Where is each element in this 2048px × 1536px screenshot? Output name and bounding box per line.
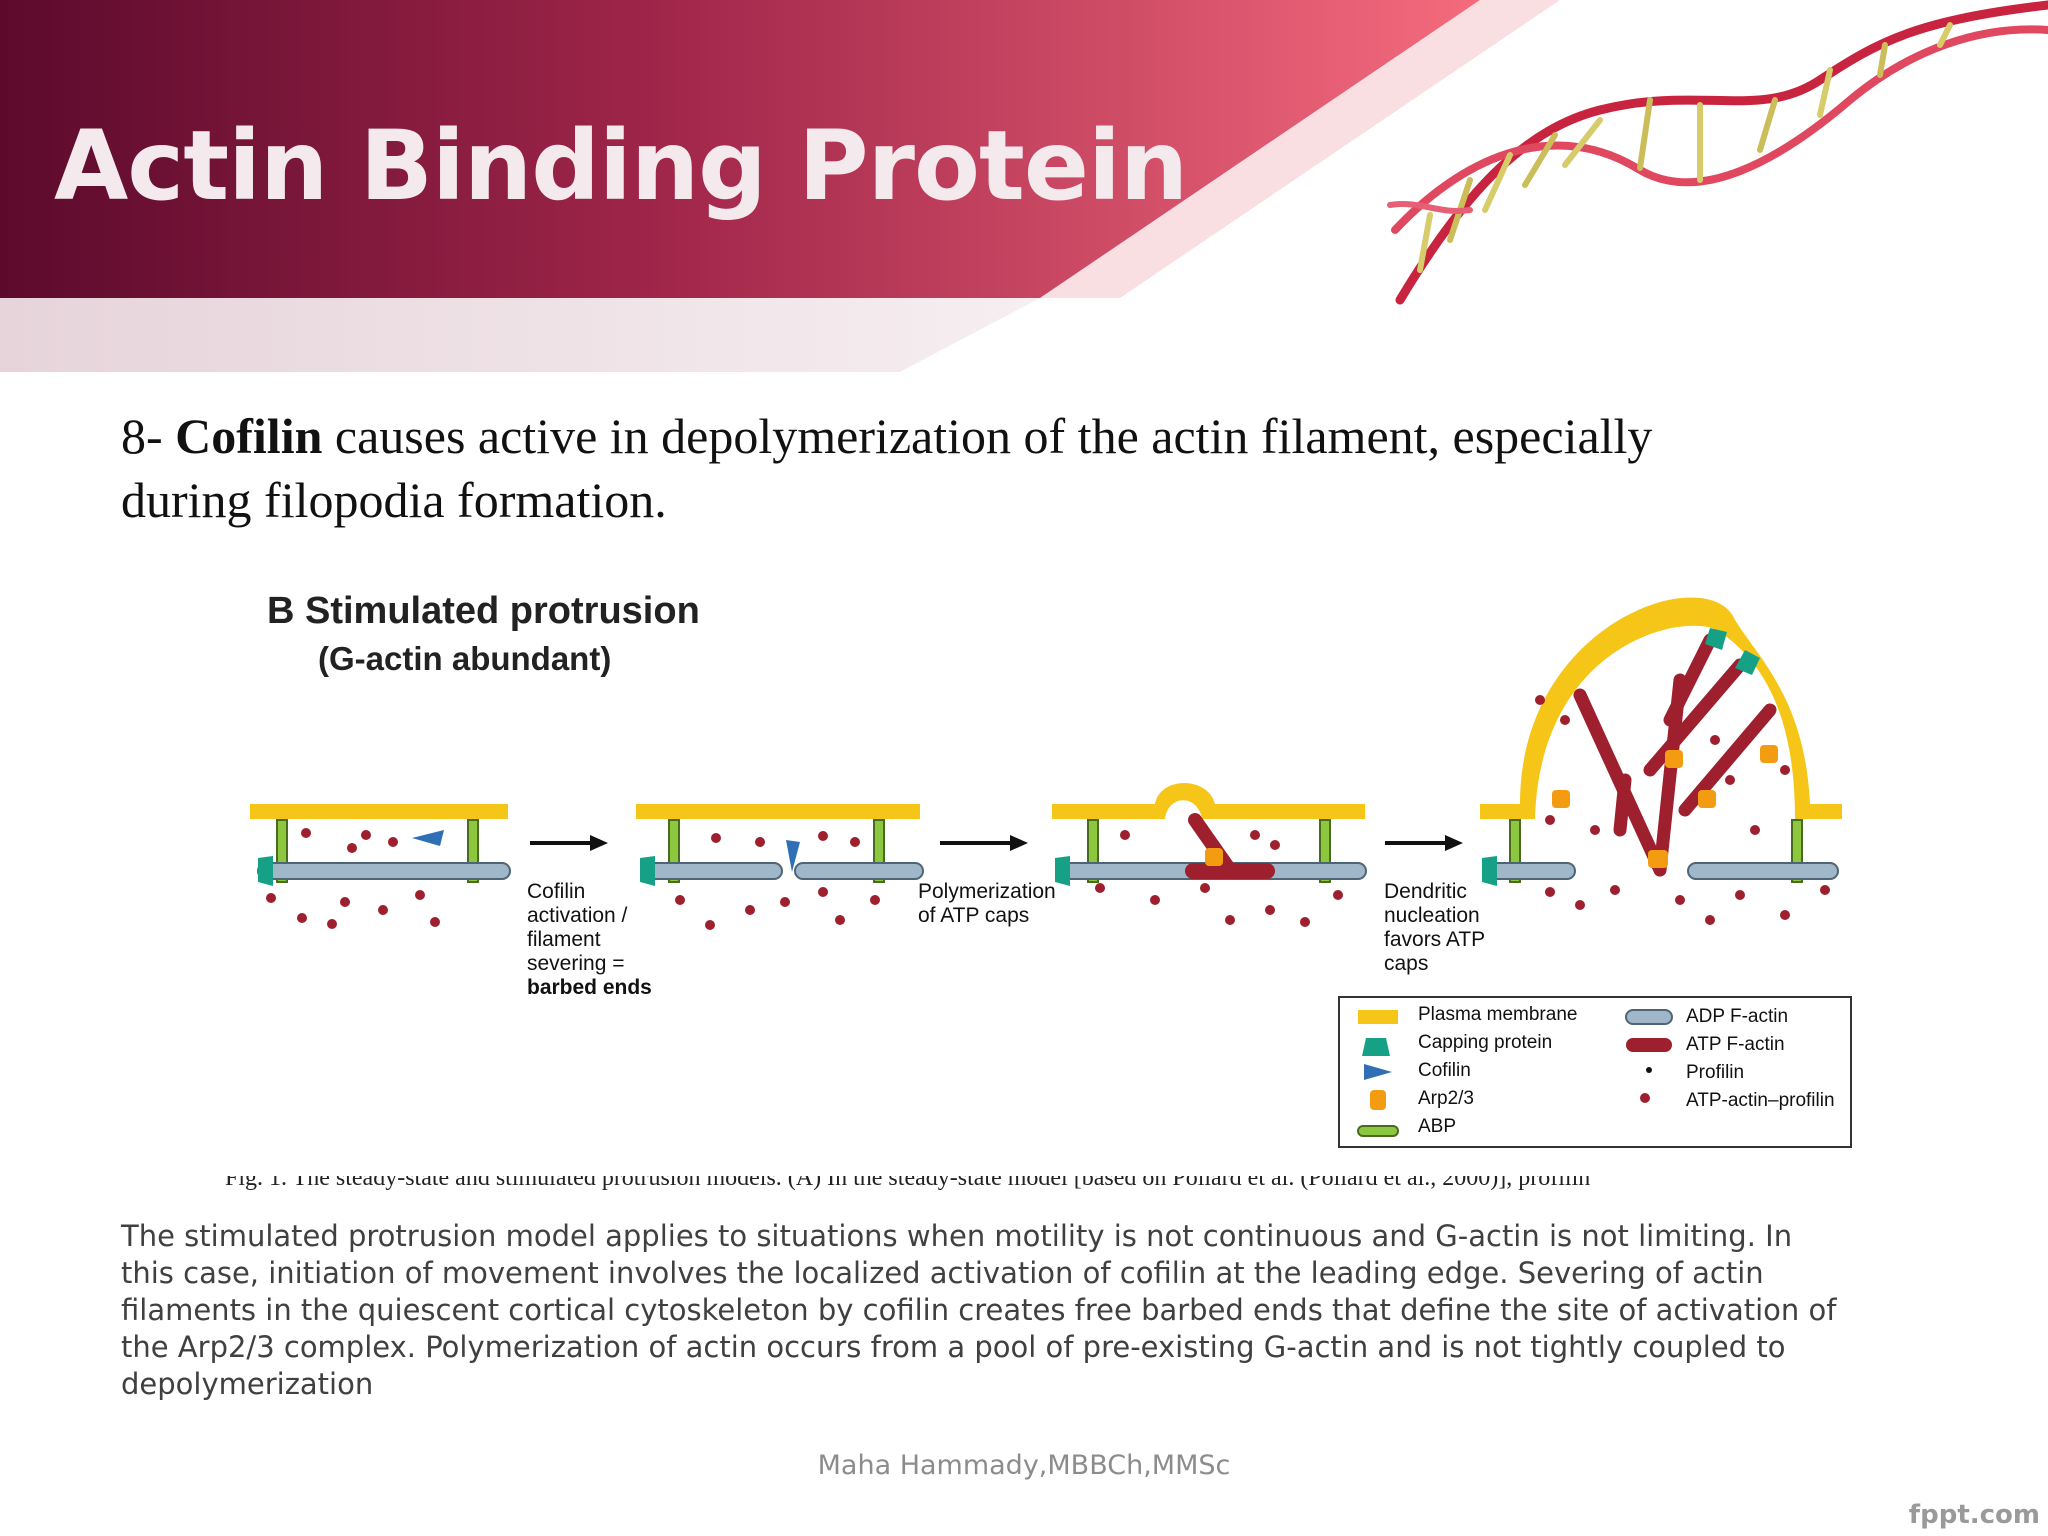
adp-factin-swatch-icon <box>1625 1009 1673 1025</box>
panel-severing <box>636 804 924 886</box>
arp-swatch-icon <box>1370 1090 1386 1110</box>
legend-arp: Arp2/3 <box>1418 1088 1474 1109</box>
atp-actin-profilin-swatch-icon <box>1640 1093 1650 1103</box>
main-point: 8- Cofilin causes active in depolymeriza… <box>121 404 1761 532</box>
arrow-2 <box>940 835 1028 851</box>
description-paragraph: The stimulated protrusion model applies … <box>121 1219 1837 1401</box>
protrusion-diagram <box>250 597 1842 930</box>
figure-caption-cropped: Fig. 1. The steady-state and stimulated … <box>225 1176 1591 1190</box>
membrane-swatch-icon <box>1358 1010 1398 1024</box>
panel-dendritic <box>1480 597 1842 886</box>
cofilin-swatch-icon <box>1364 1064 1392 1080</box>
step1-caption: Cofilin activation / filament severing =… <box>527 880 652 999</box>
panel-polymerization <box>1052 783 1367 886</box>
profilin-swatch-icon <box>1646 1067 1652 1073</box>
capping-swatch-icon <box>1362 1038 1390 1056</box>
atp-factin-swatch-icon <box>1626 1038 1672 1052</box>
panel-resting <box>250 804 511 886</box>
profilin-actin-dots <box>266 695 1830 930</box>
figure-subheading: (G-actin abundant) <box>318 640 612 677</box>
legend-cofilin: Cofilin <box>1418 1060 1471 1081</box>
figure-heading: B Stimulated protrusion <box>267 590 700 632</box>
legend-abp: ABP <box>1418 1116 1457 1137</box>
dna-helix-icon <box>1387 0 2048 305</box>
point-number: 8- <box>121 408 163 464</box>
step3-caption: Dendritic nucleation favors ATP caps <box>1384 880 1486 975</box>
brand-watermark: fppt.com <box>1908 1500 2040 1530</box>
figure-legend: Plasma membrane Capping protein Cofilin … <box>1338 996 1852 1148</box>
author-footer: Maha Hammady,MBBCh,MMSc <box>817 1450 1231 1481</box>
legend-profilin: Profilin <box>1686 1062 1745 1083</box>
legend-atp-factin: ATP F-actin <box>1686 1034 1785 1055</box>
step2-caption: Polymerization of ATP caps <box>918 880 1056 927</box>
point-term: Cofilin <box>175 408 323 464</box>
slide-title: Actin Binding Protein <box>54 110 1188 222</box>
point-text: causes active in depolymerization of the… <box>121 408 1653 528</box>
arrow-1 <box>530 835 608 851</box>
title-banner <box>0 0 2048 372</box>
legend-adp-factin: ADP F-actin <box>1686 1006 1789 1027</box>
legend-atp-actin-profilin: ATP-actin–profilin <box>1686 1090 1835 1111</box>
arrow-3 <box>1385 835 1463 851</box>
legend-plasma-membrane: Plasma membrane <box>1418 1004 1578 1025</box>
abp-swatch-icon <box>1357 1125 1399 1137</box>
legend-capping-protein: Capping protein <box>1418 1032 1553 1053</box>
